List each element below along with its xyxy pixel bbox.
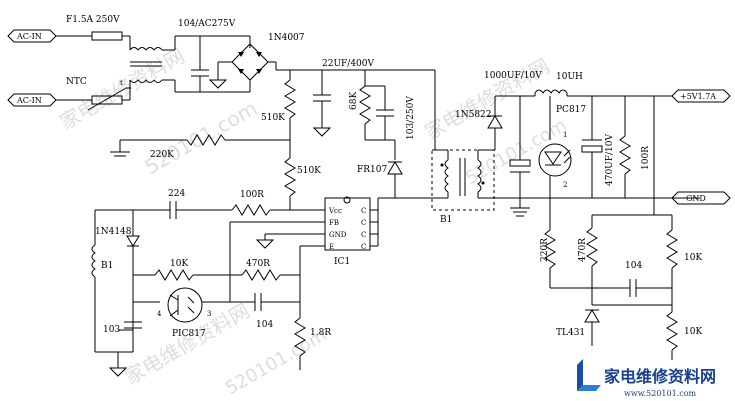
cap-103-250v-label: 103/250V [406, 96, 416, 140]
r-18r-label: 1.8R [310, 328, 331, 338]
ic-pin-c: C [361, 243, 366, 251]
r-10k-fb-label: 10K [170, 259, 188, 269]
cap-103-label: 103 [103, 325, 120, 335]
cap-104-low-label: 104 [256, 320, 273, 330]
ic1-chip: Vcc FB GND E C C C C IC1 [280, 196, 379, 267]
ic-pin-c: C [361, 207, 366, 215]
r-10k-bot-label: 10K [684, 327, 702, 337]
diode-fr107-label: FR107 [357, 165, 387, 175]
port-label: AC-IN [16, 32, 42, 41]
cap-104-out-label: 104 [625, 261, 642, 271]
cap-1000uf-label: 1000UF/10V [484, 71, 542, 81]
bridge-rectifier: 1N4007 [208, 33, 435, 92]
ic-pin-fb: FB [329, 219, 339, 227]
cap-470uf-label: 470UF/10V [605, 134, 615, 186]
inductor-label: 10UH [556, 72, 583, 82]
opto-output-body [538, 143, 572, 177]
port-label: GND [686, 194, 706, 203]
r-510k-a-label: 510K [261, 113, 285, 123]
ic1-label: IC1 [334, 257, 350, 267]
logo-url: www.520101.com [624, 389, 697, 398]
ac-in-port-top: AC-IN [7, 29, 57, 43]
ic-pin-vcc: Vcc [328, 207, 342, 215]
opto-pin-4: 4 [157, 310, 162, 318]
aux-winding-label: B1 [101, 261, 113, 271]
port-label: +5V1.7A [680, 92, 716, 101]
r-220k-label: 220K [150, 150, 174, 160]
opto-output-label: PC817 [556, 105, 586, 115]
cap-224-label: 224 [168, 189, 185, 199]
r-470r-fb-label: 470R [246, 259, 270, 269]
ic-pin-gnd: GND [329, 231, 347, 239]
r-470r-out-label: 470R [578, 238, 588, 262]
opto-input-body [167, 287, 203, 323]
ntc-t-label: t [120, 79, 123, 87]
r-10k-top-label: 10K [684, 253, 702, 263]
r-220r-label: 220R [540, 238, 550, 262]
site-logo: 家电维修资料网 www.520101.com [577, 359, 716, 398]
r-68k-label: 68K [349, 92, 359, 110]
out-gnd-port: GND [671, 191, 731, 205]
ic-pin-e: E [329, 243, 334, 251]
opto-output-pin-2: 2 [563, 181, 567, 189]
transformer: B1 [431, 70, 700, 225]
r-510k-b-label: 510K [297, 166, 321, 176]
bridge-label: 1N4007 [268, 33, 305, 43]
fuse-label: F1.5A 250V [66, 15, 120, 25]
opto-input-label: PIC817 [172, 329, 206, 339]
watermark-text: 家电维修资料网 [56, 44, 189, 135]
transformer-label: B1 [440, 215, 452, 225]
ntc-label: NTC [66, 77, 87, 87]
tl431-label: TL431 [556, 328, 585, 338]
bulk-cap-label: 22UF/400V [322, 59, 374, 69]
logo-text: 家电维修资料网 [604, 367, 716, 386]
diode-1n4148-label: 1N4148 [95, 227, 132, 237]
x-cap-label: 104/AC275V [178, 19, 236, 29]
watermark-text: 520101.com [141, 96, 262, 179]
ic-pin-c: C [361, 219, 366, 227]
r-100r-out-label: 100R [641, 146, 651, 170]
opto-pin-3: 3 [207, 310, 211, 318]
opto-output-pin-1: 1 [563, 131, 567, 139]
ic-pin-c: C [361, 231, 366, 239]
common-mode-choke [129, 36, 175, 100]
r-100r-in-label: 100R [240, 190, 264, 200]
ac-input-section: AC-IN AC-IN F1.5A 250V NTC t [7, 15, 250, 111]
schottky-label: 1N5822 [455, 110, 492, 120]
port-label: AC-IN [16, 96, 42, 105]
fuse [91, 31, 123, 41]
out-pos-port: +5V1.7A [671, 89, 731, 103]
ac-in-port-bottom: AC-IN [7, 93, 57, 107]
